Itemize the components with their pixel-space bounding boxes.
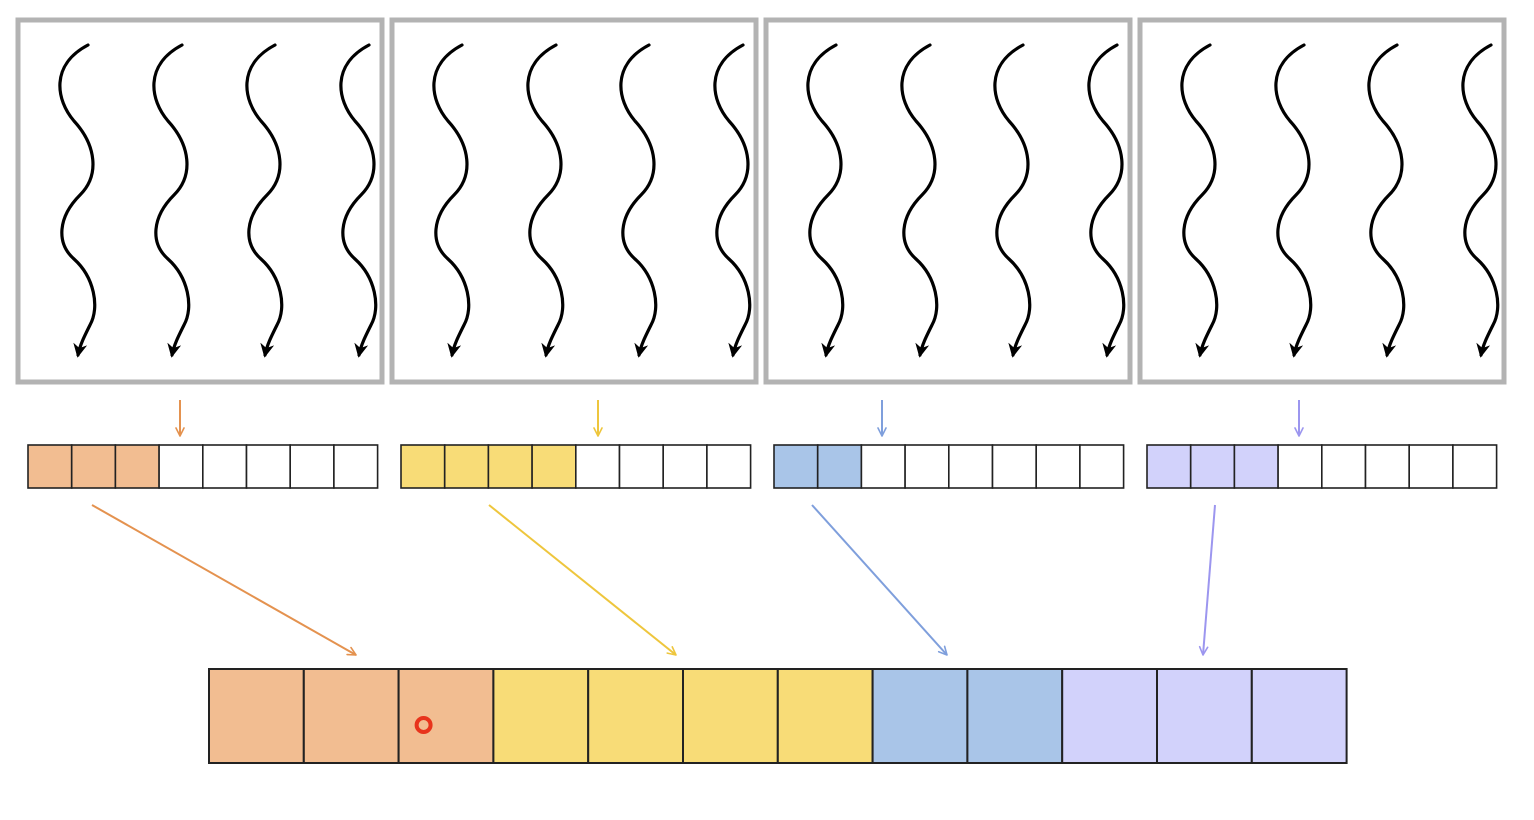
buffer-cell-filled bbox=[114, 444, 160, 489]
combined-cell bbox=[208, 668, 305, 764]
copy-arrow bbox=[91, 504, 357, 656]
combined-cell bbox=[1156, 668, 1253, 764]
wavy-arrow-icon bbox=[1180, 43, 1219, 358]
combined-cell bbox=[492, 668, 590, 764]
buffer-cell-filled bbox=[773, 444, 819, 489]
buffer-cell-filled bbox=[1146, 444, 1192, 489]
buffer-cell-empty bbox=[991, 444, 1038, 489]
combined-cell bbox=[776, 668, 874, 764]
buffer-cell-empty bbox=[289, 444, 335, 489]
buffer-cell-empty bbox=[333, 444, 379, 489]
combined-cell bbox=[871, 668, 969, 764]
wavy-arrow-icon bbox=[1274, 43, 1313, 358]
buffer-cell-filled bbox=[1233, 444, 1279, 489]
thread-blocks bbox=[15, 17, 1507, 385]
buffer-cell-empty bbox=[574, 444, 621, 489]
buffer-cell-empty bbox=[860, 444, 906, 489]
buffer-cell-empty bbox=[1035, 444, 1081, 489]
copy-arrow bbox=[488, 504, 677, 656]
buffer-cell-empty bbox=[1321, 444, 1367, 489]
buffer-cell-filled bbox=[487, 444, 533, 489]
thread-block-frame bbox=[15, 17, 385, 385]
wavy-arrow-icon bbox=[713, 43, 752, 358]
wavy-arrow-icon bbox=[526, 43, 565, 358]
combined-array bbox=[208, 668, 1348, 764]
buffer-cell-empty bbox=[662, 444, 708, 489]
buffer-cell-filled bbox=[70, 444, 117, 489]
combined-cell bbox=[1250, 668, 1348, 764]
thread-block-frame bbox=[763, 17, 1133, 385]
combined-cell bbox=[966, 668, 1064, 764]
thread-block-frame bbox=[1137, 17, 1507, 385]
buffer-cell-empty bbox=[706, 444, 752, 489]
buffer-cell-filled bbox=[443, 444, 490, 489]
buffer-cell-empty bbox=[1079, 444, 1125, 489]
wavy-arrow-icon bbox=[900, 43, 939, 358]
buffer-cell-empty bbox=[1277, 444, 1323, 489]
wavy-arrow-icon bbox=[245, 43, 284, 358]
thread-block-frame bbox=[389, 17, 759, 385]
wavy-arrow-icon bbox=[58, 43, 97, 358]
cursor bbox=[414, 716, 433, 734]
buffer-cell-filled bbox=[400, 444, 446, 489]
wavy-arrow-icon bbox=[806, 43, 845, 358]
copy-arrow bbox=[811, 504, 948, 656]
copy-arrow bbox=[1198, 504, 1216, 656]
buffer-cell-empty bbox=[947, 444, 994, 489]
wavy-arrow-icon bbox=[432, 43, 471, 358]
combined-cell bbox=[397, 668, 495, 764]
wavy-arrow-icon bbox=[339, 43, 378, 358]
buffer-cell-empty bbox=[202, 444, 248, 489]
cursor-ring-icon bbox=[414, 716, 433, 734]
combined-cell bbox=[1061, 668, 1158, 764]
connector-arrows bbox=[91, 400, 1304, 656]
combined-cell bbox=[587, 668, 685, 764]
buffer-cell-empty bbox=[158, 444, 204, 489]
wavy-arrow-icon bbox=[152, 43, 191, 358]
buffer-cell-empty bbox=[245, 444, 292, 489]
buffer-cell-empty bbox=[1408, 444, 1454, 489]
wavy-arrow-icon bbox=[619, 43, 658, 358]
buffer-cell-empty bbox=[618, 444, 665, 489]
buffer-cell-filled bbox=[1189, 444, 1236, 489]
per-block-buffers bbox=[27, 444, 1498, 489]
wavy-arrow-icon bbox=[1367, 43, 1406, 358]
buffer-cell-empty bbox=[1452, 444, 1498, 489]
combined-cell bbox=[302, 668, 400, 764]
buffer-cell-filled bbox=[816, 444, 863, 489]
buffer-cell-filled bbox=[27, 444, 73, 489]
wavy-arrow-icon bbox=[1461, 43, 1500, 358]
wavy-arrow-icon bbox=[1087, 43, 1126, 358]
buffer-cell-empty bbox=[904, 444, 950, 489]
wavy-arrow-icon bbox=[993, 43, 1032, 358]
buffer-cell-empty bbox=[1364, 444, 1411, 489]
buffer-cell-filled bbox=[531, 444, 577, 489]
combined-cell bbox=[682, 668, 779, 764]
